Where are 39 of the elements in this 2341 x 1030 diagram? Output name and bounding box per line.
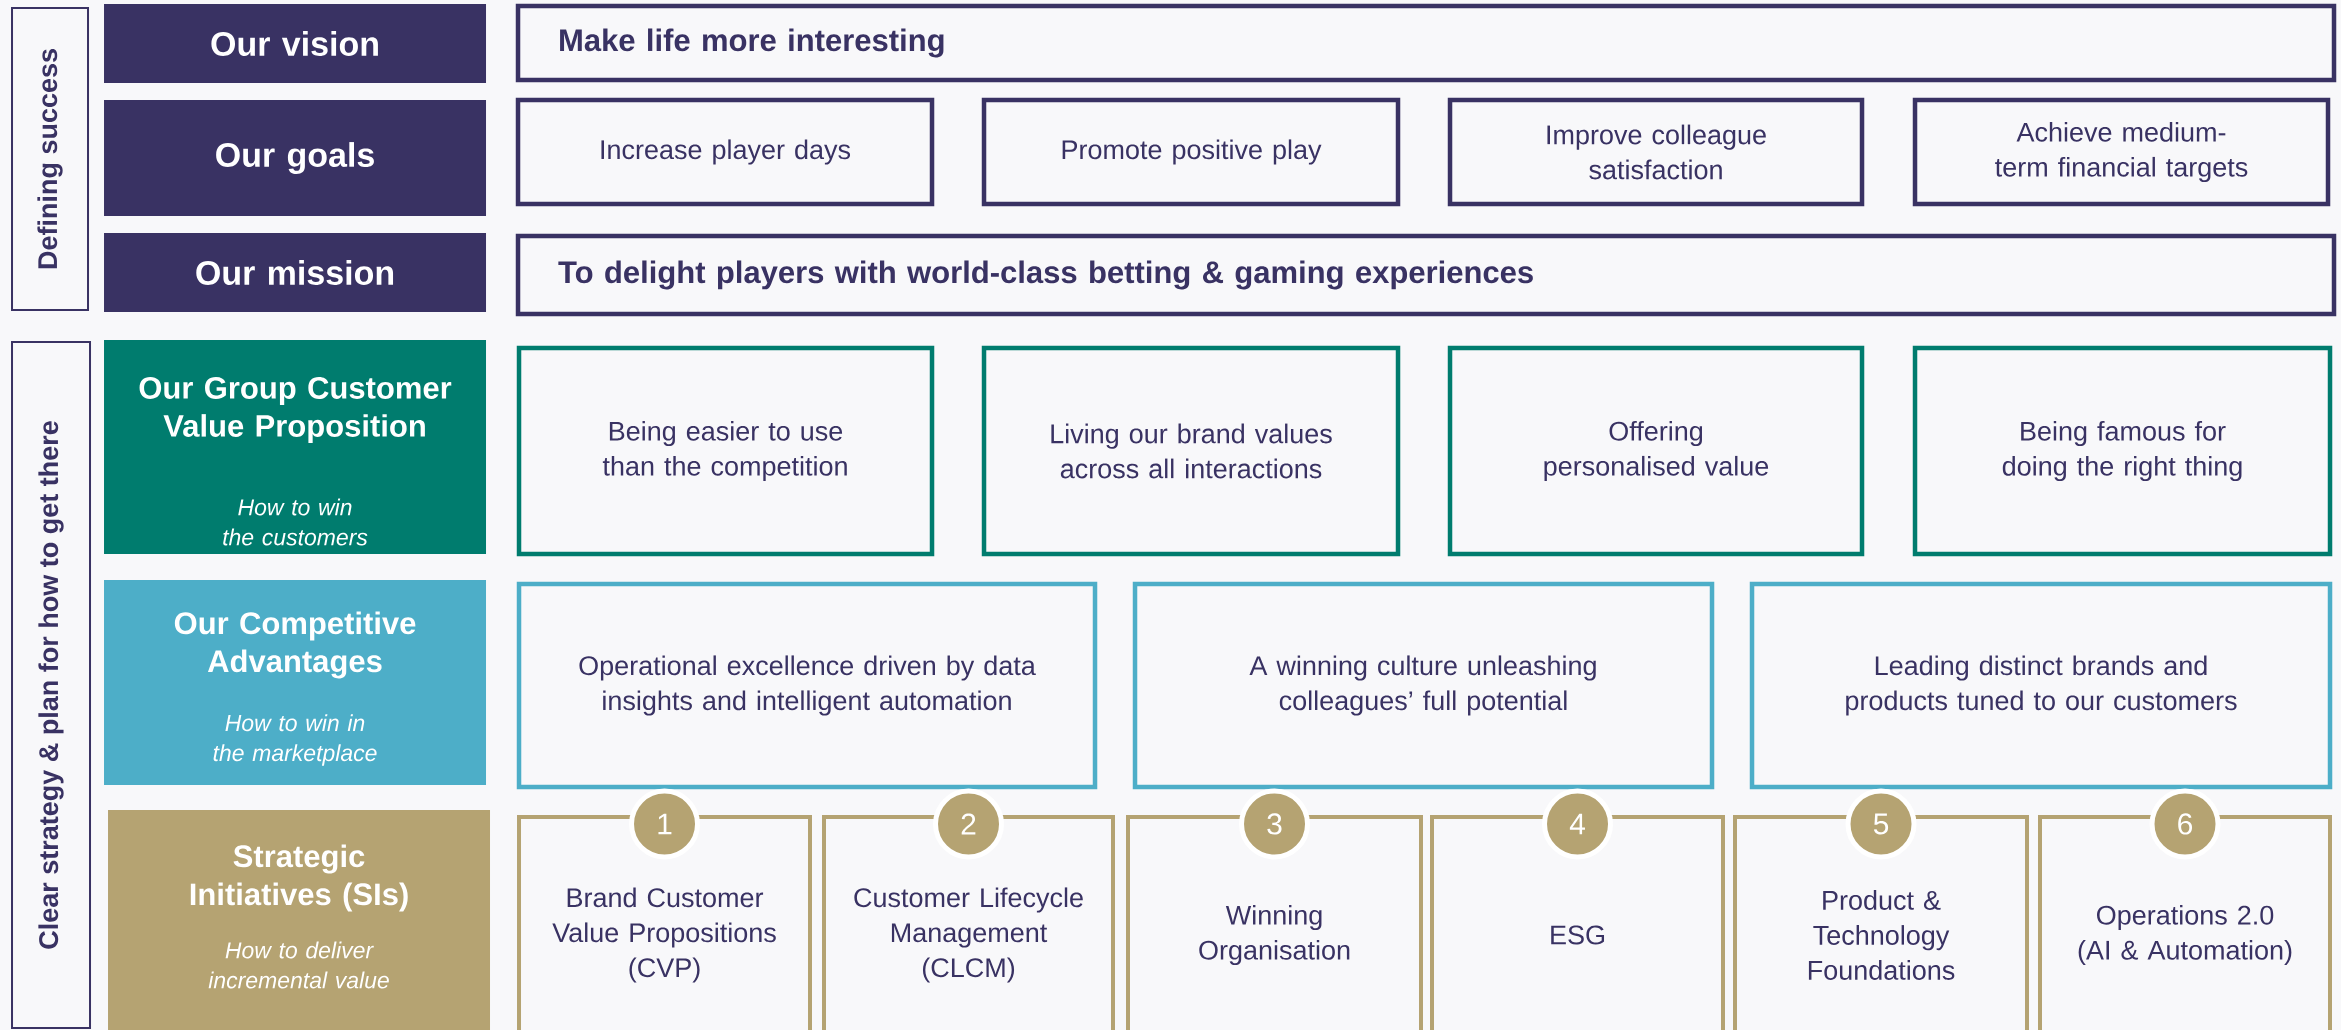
box-text: Customer Lifecycle Management (CLCM) bbox=[854, 887, 1083, 983]
item-box: Being famous for doing the right thing bbox=[1912, 345, 2333, 557]
initiative-box bbox=[822, 815, 1115, 1030]
header-title: Strategic Initiatives (SIs) bbox=[190, 844, 408, 912]
header-box: Our goals bbox=[104, 100, 486, 216]
item-box: A winning culture unleashing colleagues’ full potential bbox=[1132, 581, 1715, 790]
header-box bbox=[104, 340, 486, 554]
item-box: Improve colleague satisfaction bbox=[1447, 97, 1865, 207]
box-text: Product & Technology Foundations bbox=[1808, 890, 1955, 980]
item-box: Increase player days bbox=[515, 97, 935, 207]
item-box: Being easier to use than the competition bbox=[516, 345, 935, 557]
section-bracket-box: Defining success bbox=[11, 7, 89, 311]
item-box: Offering personalised value bbox=[1447, 345, 1865, 557]
header-box: Our vision bbox=[104, 4, 486, 83]
box-text: Winning Organisation bbox=[1199, 904, 1350, 966]
header-box bbox=[108, 810, 490, 1030]
header-title: Our Group Customer Value Proposition bbox=[139, 376, 452, 444]
initiative-box bbox=[1126, 815, 1423, 1030]
item-box: Leading distinct brands and products tuned to our customers bbox=[1749, 581, 2333, 790]
item-box: Operational excellence driven by data insights and intelligent automation bbox=[516, 581, 1098, 790]
header-box bbox=[104, 580, 486, 785]
header-subtitle: How to win in the marketplace bbox=[213, 714, 377, 766]
box-text: Operations 2.0 (AI & Automation) bbox=[2078, 904, 2292, 966]
statement-box: Make life more interesting bbox=[515, 3, 2337, 83]
item-box: Living our brand values across all interactions bbox=[981, 345, 1401, 557]
initiative-box bbox=[517, 815, 812, 1030]
statement-box: To delight players with world-class betting & gaming experiences bbox=[515, 233, 2337, 317]
box-text: ESG bbox=[1551, 925, 1604, 945]
initiative-box bbox=[1430, 815, 1725, 1030]
header-title: Our Competitive Advantages bbox=[174, 611, 416, 679]
item-box: Promote positive play bbox=[981, 97, 1401, 207]
item-box: Achieve medium-term financial targets bbox=[1912, 97, 2331, 207]
box-text: Brand Customer Value Propositions (CVP) bbox=[552, 887, 776, 983]
initiative-box bbox=[1733, 815, 2029, 1030]
header-subtitle: How to deliver incremental value bbox=[208, 941, 389, 989]
section-bracket-box: Clear strategy & plan for how to get there bbox=[11, 341, 91, 1029]
header-subtitle: How to win the customers bbox=[223, 498, 368, 546]
header-box: Our mission bbox=[104, 233, 486, 312]
initiative-box bbox=[2038, 815, 2332, 1030]
